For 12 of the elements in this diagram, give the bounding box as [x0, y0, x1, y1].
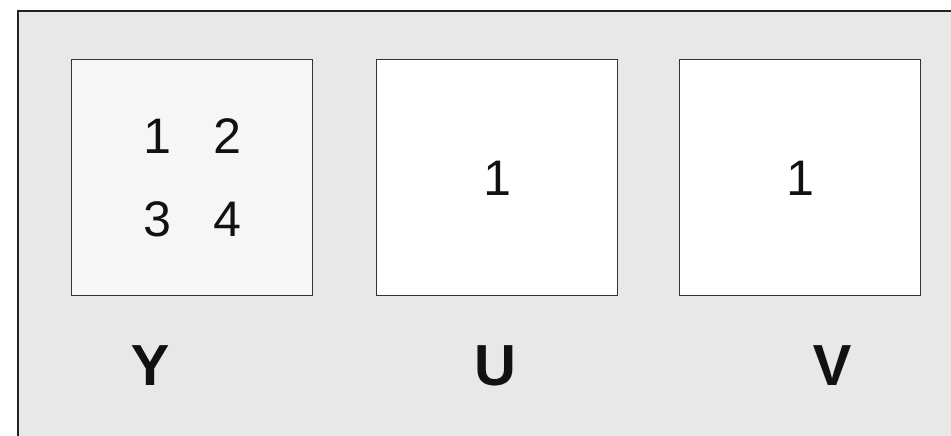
sample-number: 1 — [483, 152, 511, 202]
plane-box — [376, 59, 618, 296]
sample-number: 1 — [786, 152, 814, 202]
sample-number: 1 — [143, 110, 171, 161]
plane-box — [679, 59, 921, 296]
sample-number: 3 — [143, 194, 171, 244]
sample-number: 4 — [213, 194, 241, 244]
plane-label: U — [474, 337, 516, 395]
sample-number: 2 — [213, 110, 241, 161]
plane-label: Y — [130, 337, 170, 395]
plane-box — [71, 59, 313, 296]
plane-label: V — [812, 337, 852, 395]
